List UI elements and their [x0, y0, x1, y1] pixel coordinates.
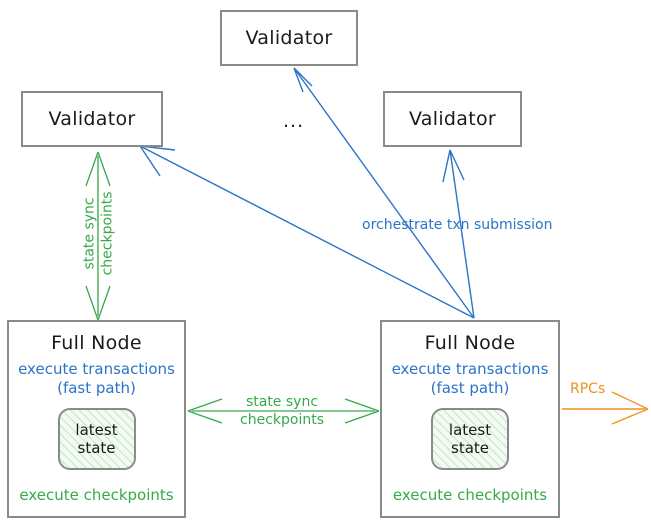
- node-validator-left[interactable]: Validator: [21, 91, 163, 147]
- fullnode-left-latest-state-line2: state: [77, 438, 116, 457]
- validator-top-label: Validator: [245, 27, 333, 49]
- fullnode-right-latest-state-line1: latest: [448, 420, 492, 439]
- node-validator-top[interactable]: Validator: [220, 10, 358, 66]
- fullnode-left-execute-line1: execute transactions: [18, 360, 175, 378]
- fullnode-right-latest-state[interactable]: latest state: [431, 407, 509, 470]
- fullnode-left-execute-line2: (fast path): [57, 378, 136, 397]
- node-fullnode-right[interactable]: Full Node execute transactions (fast pat…: [380, 320, 560, 518]
- fullnode-right-execute-line2: (fast path): [430, 378, 510, 397]
- fullnode-right-title: Full Node: [424, 332, 516, 354]
- validator-left-label: Validator: [48, 108, 136, 130]
- edge-orchestrate-to-right-validator: [442, 149, 475, 319]
- node-fullnode-left[interactable]: Full Node execute transactions (fast pat…: [7, 320, 186, 518]
- label-state-sync-vertical-line2: checkpoints: [100, 191, 116, 276]
- fullnode-left-latest-state[interactable]: latest state: [57, 407, 136, 470]
- label-rpcs: RPCs: [570, 381, 606, 397]
- fullnode-left-execute: execute transactions (fast path): [18, 360, 175, 398]
- label-state-sync-vertical-line1: state sync: [81, 197, 98, 270]
- fullnode-right-execute: execute transactions (fast path): [392, 360, 549, 398]
- label-state-sync-vertical: state sync checkpoints: [80, 183, 117, 283]
- label-state-sync-horizontal: state sync checkpoints: [232, 392, 332, 429]
- fullnode-right-checkpoints: execute checkpoints: [392, 486, 548, 504]
- edge-rpcs-arrowhead: [611, 391, 649, 425]
- fullnode-left-latest-state-line1: latest: [75, 420, 118, 439]
- validators-ellipsis: ...: [283, 110, 305, 132]
- label-orchestrate-txn-submission: orchestrate txn submission: [362, 217, 553, 233]
- fullnode-left-checkpoints: execute checkpoints: [19, 486, 174, 504]
- validator-right-label: Validator: [408, 108, 496, 130]
- node-validator-right[interactable]: Validator: [383, 91, 522, 147]
- label-state-sync-horizontal-line1: state sync: [245, 394, 319, 410]
- label-state-sync-horizontal-line2: checkpoints: [240, 412, 324, 429]
- fullnode-left-title: Full Node: [51, 332, 142, 354]
- fullnode-right-execute-line1: execute transactions: [391, 360, 549, 378]
- fullnode-right-latest-state-line2: state: [451, 438, 489, 457]
